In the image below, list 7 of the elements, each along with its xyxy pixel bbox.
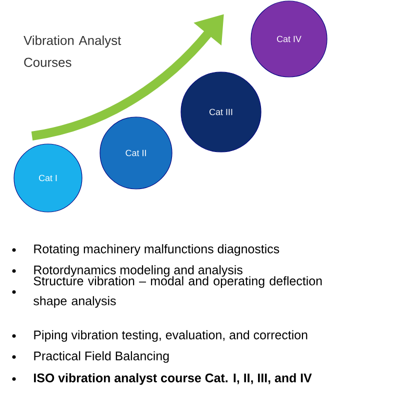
list-item: Rotordynamics modeling and analysis <box>34 265 242 277</box>
list-item: Structure vibration – modal and operating deflection shape analysis <box>34 276 322 308</box>
list-item: Rotating machinery malfunctions diagnostics <box>34 244 280 256</box>
title: Vibration Analyst Courses <box>24 36 122 67</box>
list-item: Piping vibration testing, evaluation, and correction <box>34 330 308 342</box>
list-item: Practical Field Balancing <box>34 351 169 363</box>
list-item: ISO vibration analyst course Cat. I, II, III, and IV <box>34 373 312 385</box>
